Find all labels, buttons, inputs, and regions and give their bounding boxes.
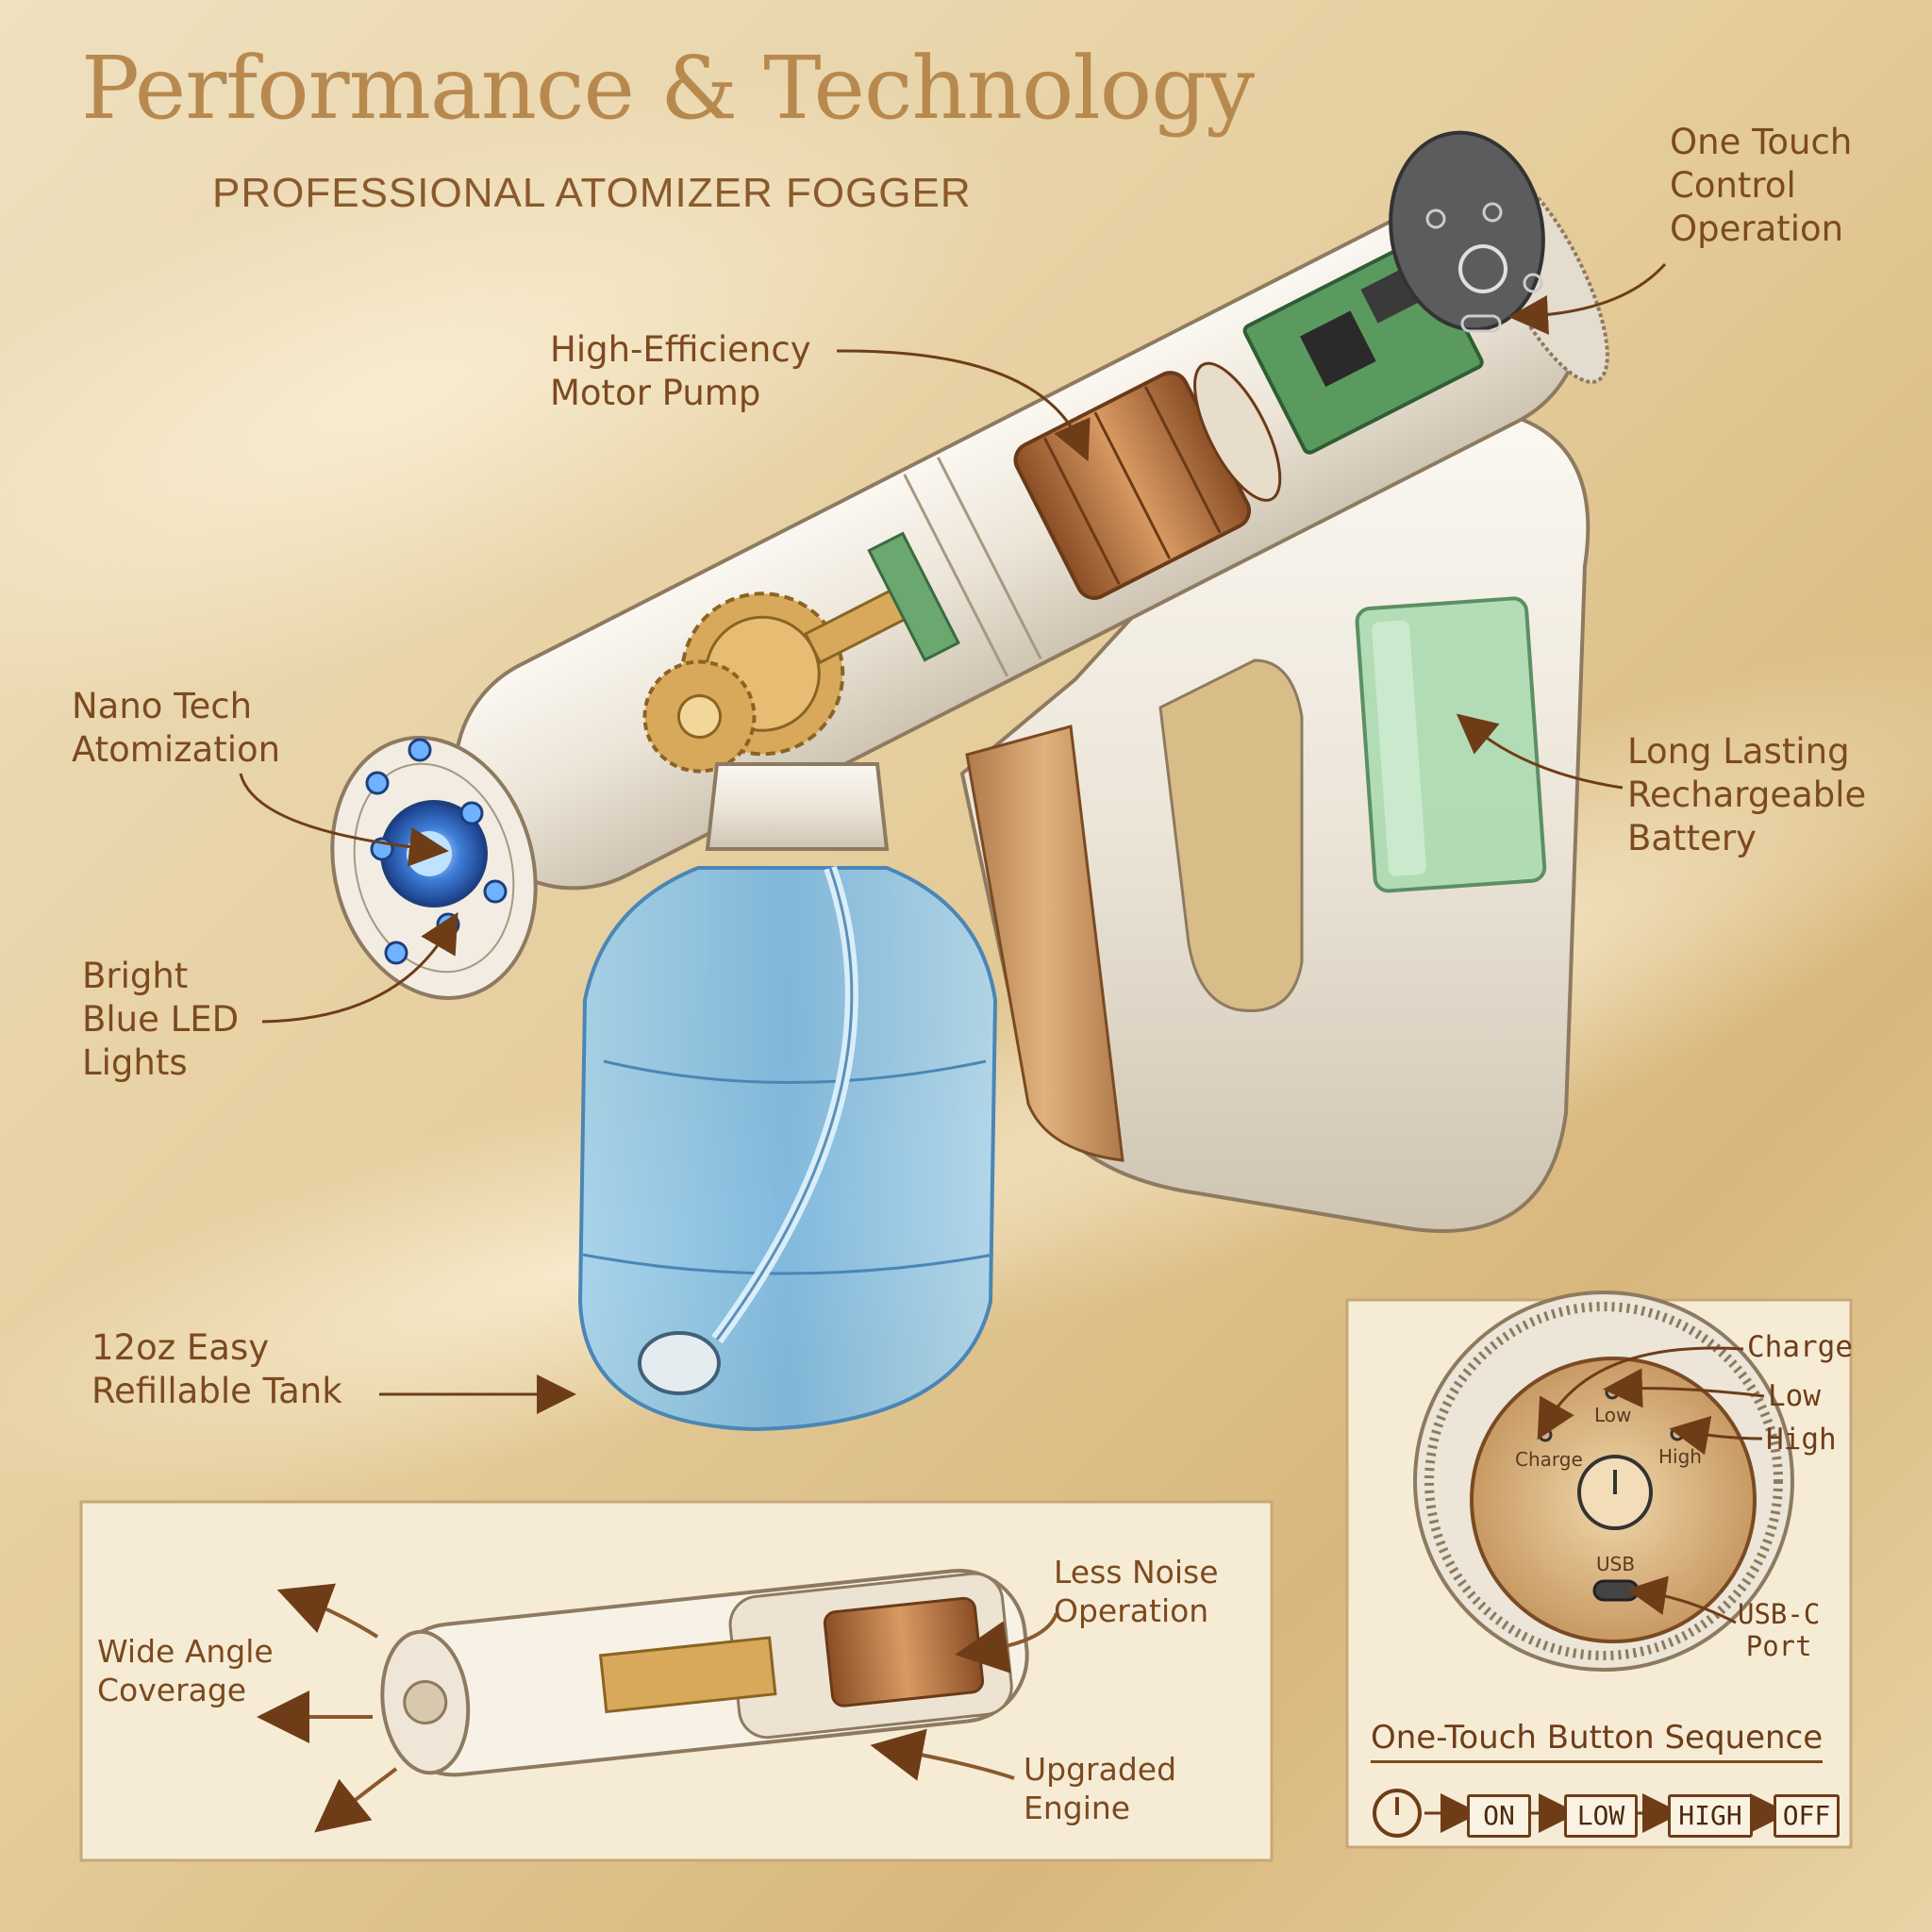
water-tank <box>577 866 998 1432</box>
usb-c-port[interactable] <box>1592 1579 1640 1602</box>
dial-label-high: High <box>1658 1445 1702 1468</box>
page-subtitle: PROFESSIONAL ATOMIZER FOGGER <box>212 170 972 216</box>
control-inset <box>1345 1291 1853 1849</box>
sequence-step-high: HIGH <box>1668 1794 1753 1838</box>
engine-inset <box>79 1500 1274 1862</box>
sequence-step-on: ON <box>1467 1794 1531 1838</box>
sequence-step-low: LOW <box>1564 1794 1638 1838</box>
callout-high: High <box>1766 1423 1837 1457</box>
leader-lines <box>239 262 1667 1414</box>
dial-label-usb: USB <box>1596 1553 1636 1575</box>
control-face <box>1389 130 1545 333</box>
grip-panel <box>965 724 1124 1162</box>
dial-label-low: Low <box>1594 1404 1632 1426</box>
dial-label-charge: Charge <box>1515 1448 1583 1471</box>
battery-pack <box>1355 596 1547 893</box>
callout-charge: Charge <box>1747 1330 1853 1364</box>
sequence-step-off: OFF <box>1774 1794 1840 1838</box>
sequence-title: One-Touch Button Sequence <box>1371 1719 1824 1763</box>
sequence-flow <box>1373 1789 1790 1838</box>
callout-low: Low <box>1768 1379 1821 1413</box>
page-title: Performance & Technology <box>81 38 1255 139</box>
gear-assembly <box>642 531 960 774</box>
